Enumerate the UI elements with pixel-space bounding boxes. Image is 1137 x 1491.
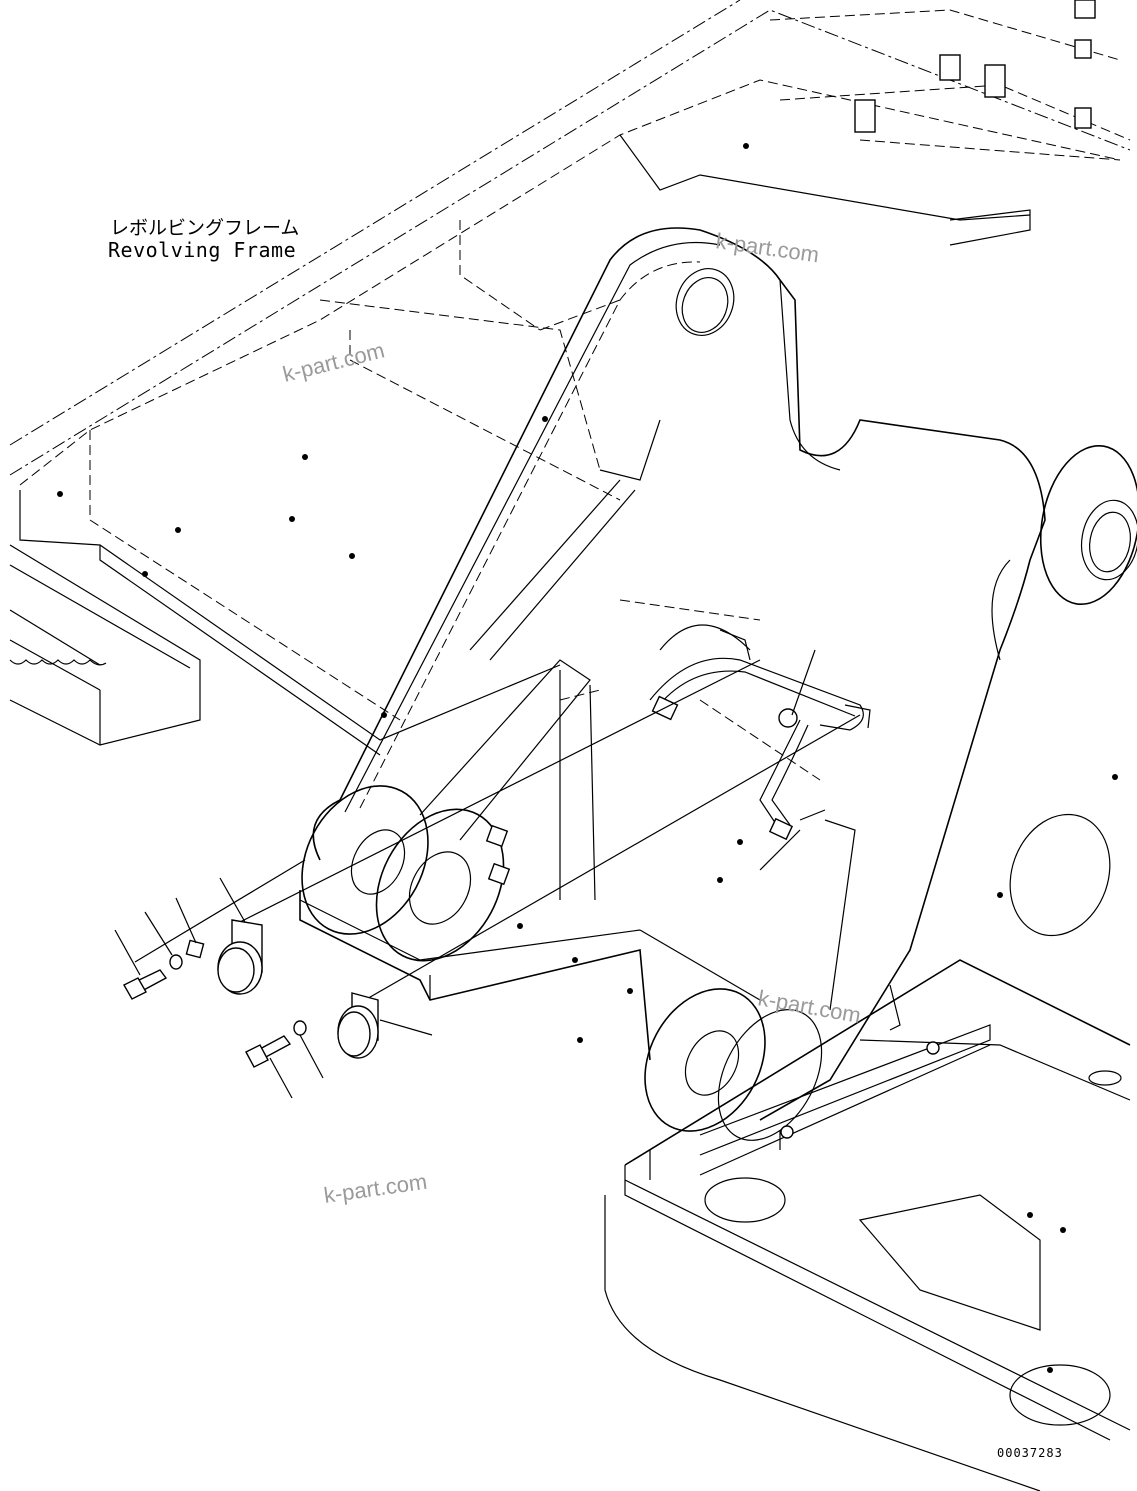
washer-lower [293, 1020, 307, 1036]
frame-label-jp: レボルビングフレーム [110, 217, 299, 239]
watermark-3: k-part.com [756, 985, 863, 1028]
upper-pin-boss [675, 268, 735, 336]
lower-frame-holes [1027, 1212, 1066, 1373]
frame-bosses [854, 0, 1096, 133]
lower-frame [604, 959, 1131, 1491]
boom-pin-boss-center [375, 808, 505, 962]
frame-label-en: Revolving Frame [108, 238, 296, 262]
bolt-lower [245, 1035, 292, 1068]
base-plate [299, 890, 761, 1061]
watermark-1: k-part.com [714, 228, 820, 267]
spacer-plate [185, 939, 205, 959]
center-bosses [485, 824, 511, 886]
deck-bolt-holes [57, 143, 1118, 1043]
wiring-harness [649, 629, 871, 841]
work-lamp-upper [217, 919, 263, 995]
boom-pin-boss-left [301, 785, 429, 935]
watermark-4: k-part.com [322, 1169, 428, 1208]
right-pin-boss [1039, 444, 1137, 606]
exploded-parts [114, 649, 861, 1099]
lower-pin-boss [644, 988, 823, 1141]
work-lamp-lower [337, 992, 379, 1059]
side-opening [1009, 813, 1111, 937]
watermark-2: k-part.com [280, 337, 387, 386]
drawing-number: 00037283 [997, 1446, 1063, 1460]
revolving-frame-deck [9, 0, 1131, 756]
boom-foot-bracket [312, 227, 1046, 1121]
walkway-step [9, 544, 201, 746]
washer-upper [169, 954, 183, 970]
bolt-upper [123, 969, 168, 1000]
